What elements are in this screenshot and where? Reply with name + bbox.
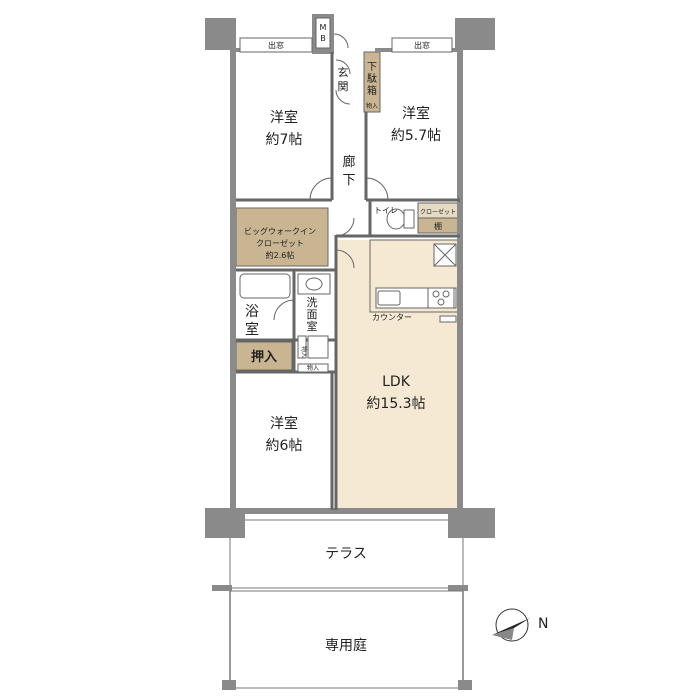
room-wic-name: ビッグウォークイン xyxy=(244,226,316,236)
room-western-7-size: 約7帖 xyxy=(266,132,303,148)
room-washroom-c1: 洗 xyxy=(307,296,318,309)
room-ldk: LDK 約15.3帖 xyxy=(366,374,425,412)
room-shoebox-c2: 駄 xyxy=(367,72,377,85)
room-bath: 浴 室 xyxy=(245,304,259,338)
room-wic-size: 約2.6帖 xyxy=(266,250,295,260)
room-shoebox-c1: 下 xyxy=(367,62,377,73)
bath-fixtures xyxy=(239,273,331,373)
room-entrance: 玄 関 xyxy=(338,65,349,93)
room-western-57: 洋室 約5.7帖 xyxy=(391,105,441,144)
room-entrance-c2: 関 xyxy=(338,80,349,93)
room-western-57-size: 約5.7帖 xyxy=(391,128,441,144)
room-western-6-size: 約6帖 xyxy=(266,438,303,454)
compass-arrow-tail-icon xyxy=(492,628,514,640)
room-entrance-c1: 玄 xyxy=(338,65,349,79)
interior-walls xyxy=(236,52,460,510)
room-mb-c2: B xyxy=(320,34,326,43)
room-washroom: 洗 面 室 xyxy=(307,296,318,333)
kitchen-fixtures xyxy=(375,243,457,323)
room-western-6-name: 洋室 xyxy=(270,415,298,432)
room-corridor: 廊 下 xyxy=(342,154,355,188)
room-western-7-name: 洋室 xyxy=(270,109,298,126)
terrace-label: テラス xyxy=(325,546,367,562)
room-monoire: 物入 xyxy=(366,102,378,110)
room-oshiire: 押入 xyxy=(251,349,277,365)
room-washroom-c2: 面 xyxy=(307,308,318,321)
room-toilet: トイレ xyxy=(374,206,398,215)
bay-windows xyxy=(239,37,453,53)
room-monoire-wash: 物入 xyxy=(300,346,308,358)
room-shoebox-c3: 箱 xyxy=(367,84,377,97)
room-ldk-size: 約15.3帖 xyxy=(366,396,425,412)
bay-window-left-label: 出窓 xyxy=(268,40,284,50)
room-wic-name2: クローゼット xyxy=(256,238,304,248)
room-western-7: 洋室 約7帖 xyxy=(266,109,303,148)
room-shelf: 棚 xyxy=(434,221,442,231)
room-corridor-c2: 下 xyxy=(342,173,355,188)
room-corridor-c1: 廊 xyxy=(342,154,355,170)
terrace-area xyxy=(212,519,468,591)
room-western-6: 洋室 約6帖 xyxy=(266,415,303,454)
room-closet: クローゼット xyxy=(420,208,456,216)
garden-area xyxy=(222,590,472,690)
room-mb: M B xyxy=(320,23,327,43)
room-mb-c1: M xyxy=(320,23,327,32)
mb-box xyxy=(315,17,331,49)
compass: N xyxy=(492,608,548,642)
doors xyxy=(273,33,389,321)
toilet-fixture xyxy=(386,208,415,230)
room-wic: ビッグウォークイン クローゼット 約2.6帖 xyxy=(244,226,316,260)
room-western-57-name: 洋室 xyxy=(402,105,430,122)
room-ldk-name: LDK xyxy=(382,374,411,390)
compass-label: N xyxy=(538,616,548,632)
room-bath-c2: 室 xyxy=(245,321,259,338)
bay-window-right-label: 出窓 xyxy=(414,40,430,50)
room-bath-c1: 浴 xyxy=(245,304,259,320)
shoebox-floor xyxy=(363,51,381,113)
compass-arrow-icon xyxy=(492,618,530,635)
garden-label: 専用庭 xyxy=(325,637,367,654)
room-counter: カウンター xyxy=(372,313,412,322)
room-washroom-c3: 室 xyxy=(307,319,318,333)
room-shoebox: 下 駄 箱 物入 xyxy=(366,62,378,110)
room-monoire-small: 物入 xyxy=(307,364,319,372)
